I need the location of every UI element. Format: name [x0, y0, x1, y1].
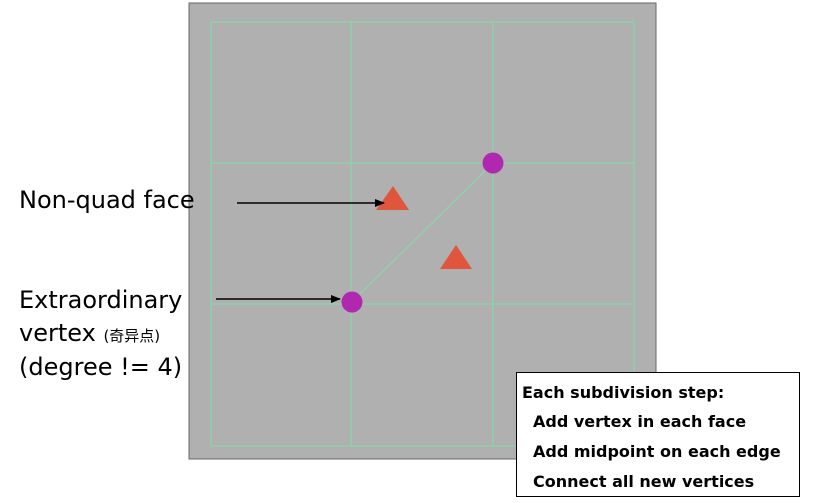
non-quad-face-label: Non-quad face: [19, 186, 195, 214]
subdivision-steps-box: Each subdivision step: Add vertex in eac…: [516, 372, 800, 497]
mesh-grid: [210, 21, 635, 447]
chinese-annotation: (奇异点): [103, 327, 161, 345]
vertex-label: vertex (奇异点): [19, 317, 160, 353]
extraordinary-label: Extraordinary: [19, 286, 183, 314]
subdivision-title: Each subdivision step:: [522, 383, 725, 402]
step-item: Add midpoint on each edge: [533, 442, 781, 461]
diagonal-edge: [351, 162, 494, 303]
face-marker-triangle: [440, 245, 472, 269]
degree-label: (degree != 4): [19, 353, 183, 381]
vertex-word: vertex: [19, 319, 96, 347]
extraordinary-vertex-dot: [341, 291, 363, 313]
step-item: Connect all new vertices: [533, 472, 755, 491]
step-item: Add vertex in each face: [533, 412, 747, 431]
vertex-dot: [482, 152, 504, 174]
